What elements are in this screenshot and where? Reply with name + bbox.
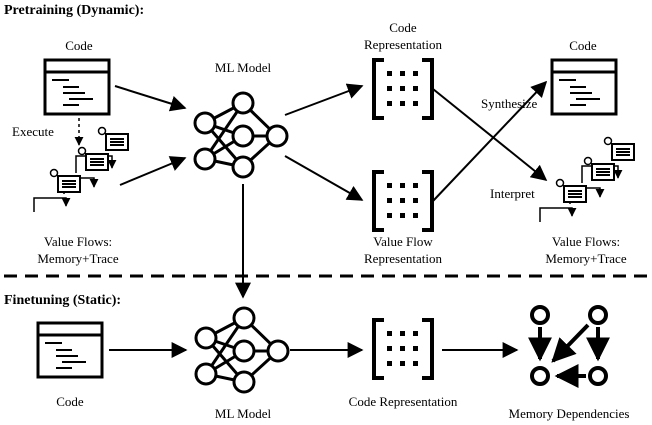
code-window-icon-right <box>550 58 618 116</box>
value-flows-sublabel-right: Memory+Trace <box>545 251 626 266</box>
ml-model-icon-bottom <box>194 306 290 394</box>
value-flows-label-left: Value Flows: <box>44 234 112 249</box>
ml-model-label-bottom: ML Model <box>215 406 272 421</box>
code-repr-icon <box>372 58 434 120</box>
value-flow-repr-label: Value Flow <box>373 234 433 249</box>
value-flows-icon-left <box>34 128 128 213</box>
code-label-top-right: Code <box>569 38 597 53</box>
arrow-flows-to-model <box>119 156 187 186</box>
memory-dependencies-icon <box>528 305 610 388</box>
value-flows-label-right: Value Flows: <box>552 234 620 249</box>
arrow-code-to-model <box>114 85 187 112</box>
value-flows-sublabel-left: Memory+Trace <box>37 251 118 266</box>
finetuning-header: Finetuning (Static): <box>4 293 121 308</box>
value-flows-icon-right <box>540 138 634 223</box>
code-repr-label-top: Code <box>389 20 417 35</box>
code-window-icon-bottom <box>36 321 104 379</box>
code-repr-label-bottom: Code Representation <box>349 394 458 409</box>
pretraining-header: Pretraining (Dynamic): <box>4 3 144 18</box>
interpret-label: Interpret <box>490 186 535 201</box>
arrow-model-to-flow-repr <box>284 155 364 201</box>
code-window-icon <box>43 58 111 116</box>
code-repr-sublabel-top: Representation <box>364 37 442 52</box>
arrow-interpret <box>432 88 548 182</box>
synthesize-label: Synthesize <box>481 96 538 111</box>
execute-label: Execute <box>12 124 54 139</box>
value-flow-repr-icon <box>372 170 434 232</box>
memory-dependencies-label: Memory Dependencies <box>509 406 630 421</box>
code-label-top-left: Code <box>65 38 93 53</box>
code-label-bottom: Code <box>56 394 84 409</box>
arrow-synthesize <box>432 80 548 202</box>
code-repr-icon-bottom <box>372 318 434 380</box>
ml-model-icon-top <box>193 91 289 179</box>
value-flow-repr-sublabel: Representation <box>364 251 442 266</box>
arrow-model-to-code-repr <box>284 83 364 116</box>
ml-model-label-top: ML Model <box>215 60 272 75</box>
